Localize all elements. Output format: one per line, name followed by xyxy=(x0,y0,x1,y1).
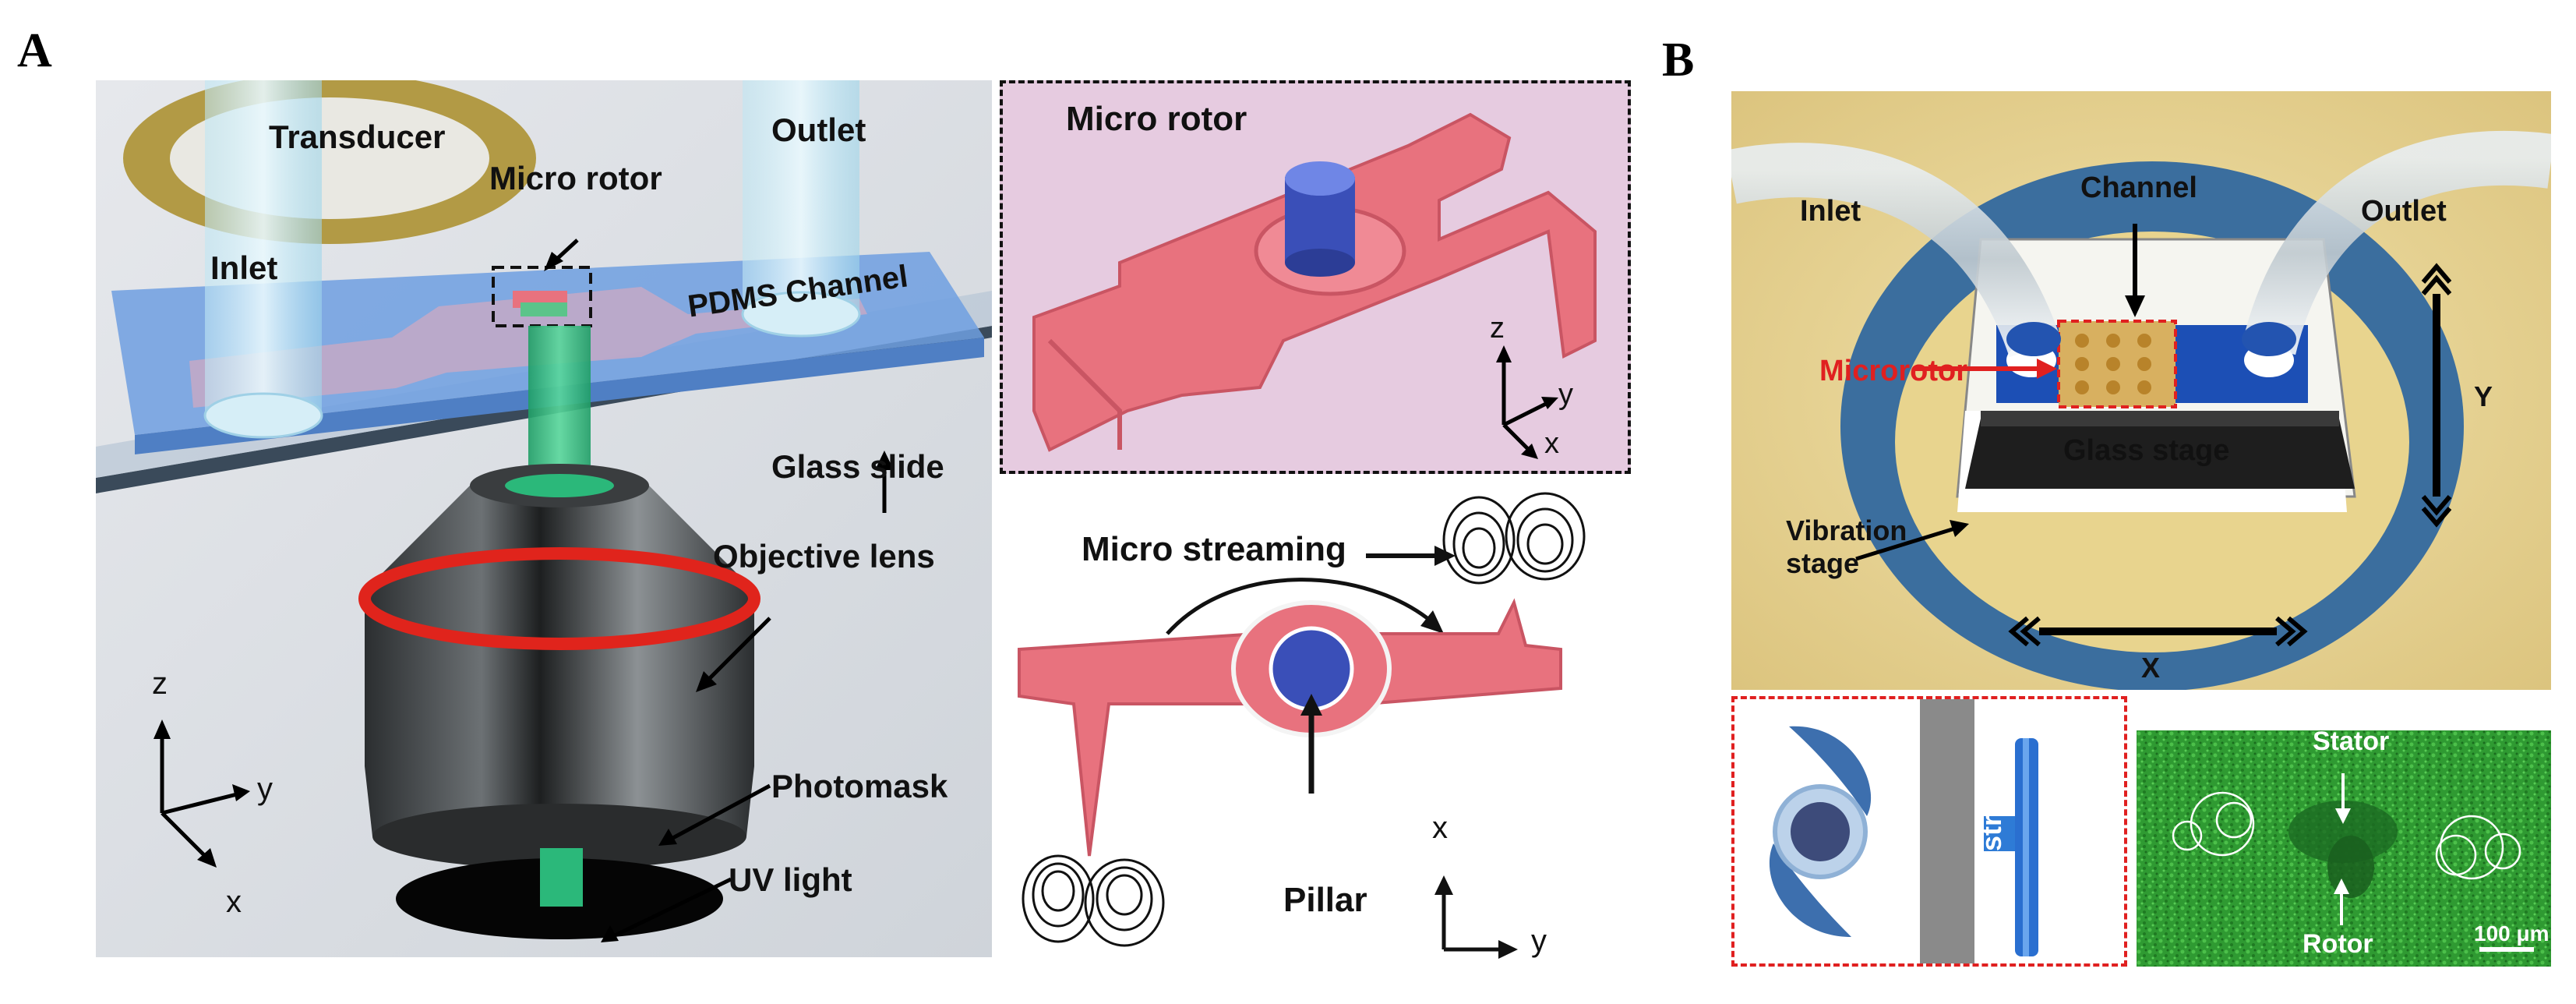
rotor-device-inset xyxy=(1731,696,2127,967)
rotor-inset-axis-z: z xyxy=(1490,312,1505,345)
axis-x-label-b: X xyxy=(2141,652,2161,684)
rotor-device-illustration xyxy=(1769,699,2038,963)
vibration-stage-illustration xyxy=(1731,91,2551,690)
stator-label: Stator xyxy=(2313,726,2390,756)
rotor-inset-axes xyxy=(1496,345,1558,459)
axis-z-label-a: z xyxy=(152,666,168,701)
pillar-label: Pillar xyxy=(1283,881,1367,919)
scale-bar-label: 100 μm xyxy=(2474,921,2550,946)
rotor-label: Rotor xyxy=(2303,929,2373,959)
glass-slide-label: Glass slide xyxy=(771,448,944,485)
axis-y-label-b: Y xyxy=(2474,380,2493,412)
streaming-axis-y: y xyxy=(1531,924,1547,958)
outlet-label-a: Outlet xyxy=(771,111,866,148)
channel-label: Channel xyxy=(2080,171,2197,204)
inlet-label-b: Inlet xyxy=(1800,195,1861,228)
micrograph xyxy=(2137,730,2551,967)
objective-lens-label: Objective lens xyxy=(713,538,935,574)
glass-stage-label: Glass stage xyxy=(2063,434,2230,467)
axis-y-label-a: y xyxy=(257,772,273,806)
substrate-label: Substrate xyxy=(1975,774,2007,904)
transducer-label: Transducer xyxy=(269,118,446,155)
streaming-vortex-bottom xyxy=(1022,854,1165,947)
rotor-inset xyxy=(1000,80,1631,474)
rotor-inset-axis-y: y xyxy=(1558,378,1573,411)
streaming-vortex-top xyxy=(1442,492,1586,585)
microrotor-label: Microrotor xyxy=(1819,355,1967,387)
vibration-stage-label: Vibration stage xyxy=(1786,514,1907,579)
panel-a-main-scene xyxy=(96,80,992,957)
outlet-label-b: Outlet xyxy=(2361,195,2447,228)
panel-b-letter: B xyxy=(1662,34,1695,87)
rotor-3d-illustration xyxy=(1003,83,1628,471)
panel-a-letter: A xyxy=(17,24,52,77)
micrograph-image xyxy=(2137,730,2551,967)
streaming-axis-x: x xyxy=(1432,811,1448,845)
device-illustration xyxy=(96,80,992,957)
rotor-inset-axis-x: x xyxy=(1544,427,1559,460)
streaming-diagram xyxy=(1018,492,1586,959)
micro-rotor-label: Micro rotor xyxy=(489,160,662,196)
uv-light-label: UV light xyxy=(729,861,852,898)
micro-streaming-label: Micro streaming xyxy=(1082,530,1346,568)
axis-x-label-a: x xyxy=(226,885,242,919)
rotor-inset-title: Micro rotor xyxy=(1066,100,1247,138)
panel-b-stage-scene xyxy=(1731,91,2551,690)
inlet-label-a: Inlet xyxy=(210,249,278,286)
photomask-label: Photomask xyxy=(771,768,948,804)
